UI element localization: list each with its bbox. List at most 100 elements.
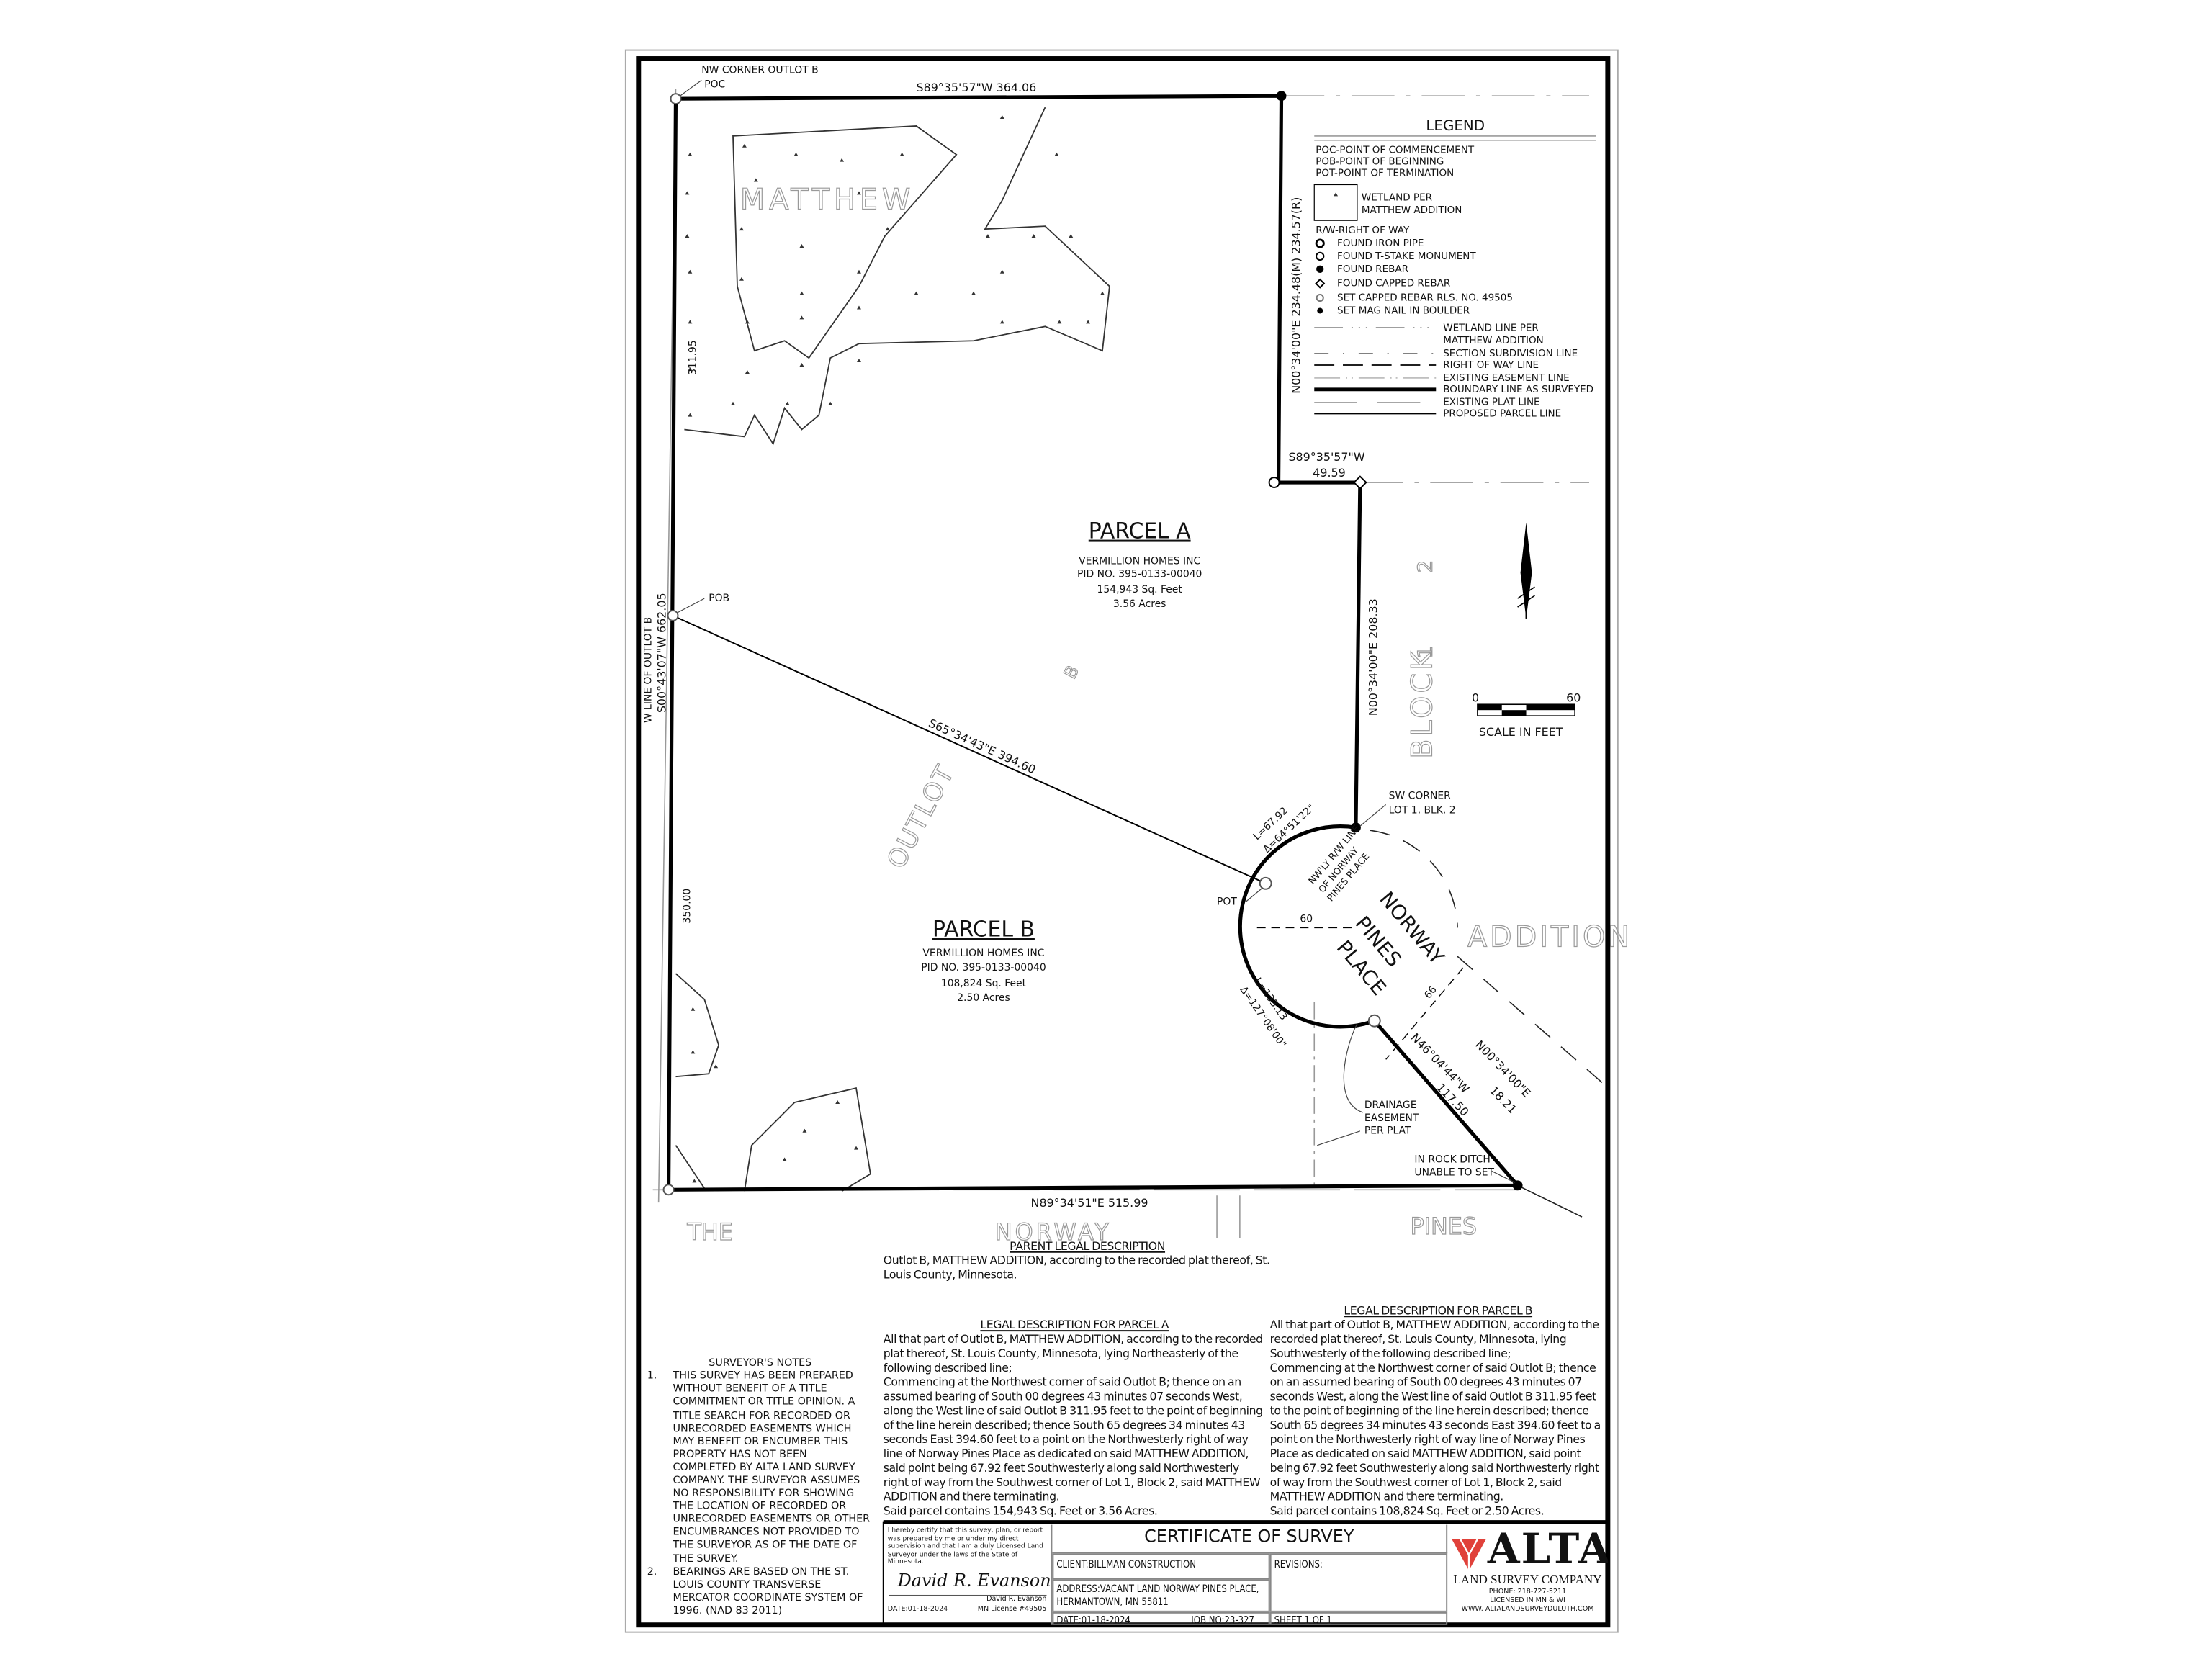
legend-pob: POB-POINT OF BEGINNING: [1316, 156, 1444, 168]
wetland-tick-icon: [835, 1100, 840, 1104]
poc-label: POC: [704, 78, 725, 90]
scale-zero: 0: [1472, 691, 1479, 704]
surveyor-signature: David R. Evanson: [897, 1570, 1051, 1591]
address-text: ADDRESS:VACANT LAND NORWAY PINES PLACE, …: [1056, 1582, 1259, 1608]
capped-rebar-icon: [1315, 278, 1326, 289]
capped-rebar-icon: [1353, 475, 1367, 490]
found-rebar-icon: [1276, 91, 1287, 102]
legend-symbol: FOUND T-STAKE MONUMENT: [1337, 251, 1476, 262]
wetland-tick-icon: [985, 234, 990, 238]
date-job-field: DATE:01-18-2024 JOB NO:23-327: [1052, 1611, 1270, 1625]
legend-line: SECTION SUBDIVISION LINE: [1443, 348, 1578, 359]
client-text: CLIENT:BILLMAN CONSTRUCTION: [1056, 1557, 1196, 1571]
parcel-a-title: PARCEL A: [1089, 519, 1191, 544]
set-rebar-icon: [1367, 1014, 1381, 1028]
wetland-tick-icon: [714, 1064, 719, 1069]
radius-label: 60: [1300, 913, 1313, 925]
monuments: [662, 91, 1523, 1196]
the-label: THE: [686, 1218, 732, 1246]
west-line-bearing: S00°43'07"W 662.05: [655, 593, 669, 713]
east-lower-line-label: N00°34'00"E 208.33: [1367, 598, 1380, 716]
company-logo-text: ALTA: [1487, 1524, 1608, 1574]
matthew-label: MATTHEW: [740, 183, 914, 216]
parcel-a-pid: PID NO. 395-0133-00040: [1077, 568, 1202, 580]
parcel-b-area-sf: 108,824 Sq. Feet: [941, 978, 1027, 989]
legal-a-area: Said parcel contains 154,943 Sq. Feet or…: [883, 1504, 1158, 1518]
wetland-tick-icon: [793, 152, 799, 156]
parcel-b-pid: PID NO. 395-0133-00040: [921, 962, 1046, 974]
wetland-tick-icon: [856, 359, 861, 363]
legend: LEGEND POC-POINT OF COMMENCEMENT POB-POI…: [1313, 117, 1596, 420]
legend-line: RIGHT OF WAY LINE: [1443, 359, 1539, 371]
note-item: 2. BEARINGS ARE BASED ON THE ST. LOUIS C…: [647, 1564, 873, 1616]
proposed-parcel-line: [673, 615, 1267, 884]
wetland-tick-icon: [691, 1007, 696, 1011]
wetland-tick-icon: [971, 291, 976, 295]
wetland-tick-icon: [1086, 320, 1091, 324]
block-label: BLOCK: [1406, 649, 1439, 759]
norway-label: NORWAY: [995, 1218, 1112, 1246]
legal-b-text2: Commencing at the Northwest corner of sa…: [1269, 1361, 1601, 1503]
legend-title: LEGEND: [1426, 117, 1485, 134]
legal-description-parcel-b: LEGAL DESCRIPTION FOR PARCEL B All that …: [1270, 1304, 1606, 1519]
wetland-tick-icon: [739, 227, 744, 231]
wetland-tick-icon: [999, 115, 1004, 120]
pines-label: PINES: [1410, 1213, 1477, 1240]
wetland-tick-icon: [828, 401, 833, 405]
drainage-label3: PER PLAT: [1364, 1125, 1411, 1137]
wetland-tick-icon: [688, 413, 693, 417]
note-item: 1. THIS SURVEY HAS BEEN PREPARED WITHOUT…: [647, 1369, 873, 1564]
scale-label: SCALE IN FEET: [1479, 725, 1563, 739]
surveyor-license: MN License #49505: [977, 1606, 1047, 1614]
wetland-tick-icon: [854, 1146, 858, 1150]
wetland-tick-icon: [802, 1128, 807, 1133]
legal-b-text: All that part of Outlot B, MATTHEW ADDIT…: [1269, 1318, 1599, 1360]
north-arrow-icon: [1517, 522, 1535, 619]
parent-legal-description: PARENT LEGAL DESCRIPTION Outlot B, MATTH…: [884, 1240, 1292, 1283]
legal-b-title: LEGAL DESCRIPTION FOR PARCEL B: [1344, 1304, 1533, 1318]
mag-nail-icon: [1317, 307, 1323, 314]
note-text: BEARINGS ARE BASED ON THE ST. LOUIS COUN…: [673, 1564, 863, 1617]
legend-line: EXISTING EASEMENT LINE: [1443, 372, 1569, 384]
wetland-tick-icon: [1100, 291, 1105, 295]
drainage-label: DRAINAGE: [1364, 1100, 1417, 1111]
legend-rw: R/W-RIGHT OF WAY: [1316, 225, 1410, 236]
legend-line: MATTHEW ADDITION: [1443, 335, 1544, 346]
surveyors-notes: SURVEYOR'S NOTES 1. THIS SURVEY HAS BEEN…: [647, 1356, 873, 1617]
wetland-tick-icon: [753, 178, 758, 182]
nw-corner-label: NW CORNER OUTLOT B: [701, 64, 818, 76]
surveyor-name: David R. Evanson: [889, 1594, 1047, 1604]
wetland-tick-icon: [999, 320, 1004, 324]
legend-symbol: FOUND IRON PIPE: [1337, 238, 1424, 249]
legend-line: PROPOSED PARCEL LINE: [1443, 408, 1561, 420]
wetland-tick-icon: [799, 315, 804, 320]
legend-line-samples: [1314, 327, 1437, 415]
block-one-label: 1: [1413, 646, 1437, 659]
scale-sixty: 60: [1566, 691, 1581, 704]
certification-panel: I hereby certify that this survey, plan,…: [884, 1524, 1053, 1625]
legal-description-parcel-a: LEGAL DESCRIPTION FOR PARCEL A All that …: [884, 1318, 1266, 1519]
parcel-a-owner: VERMILLION HOMES INC: [1079, 555, 1200, 567]
west-line-label: W LINE OF OUTLOT B: [643, 617, 655, 723]
wetland-tick-icon: [856, 269, 861, 274]
legend-line: EXISTING PLAT LINE: [1443, 397, 1539, 408]
pot-monument: [1259, 876, 1272, 890]
parcel-b-owner: VERMILLION HOMES INC: [922, 948, 1044, 959]
address-field: ADDRESS:VACANT LAND NORWAY PINES PLACE, …: [1052, 1579, 1270, 1612]
company-website[interactable]: WWW. ALTALANDSURVEYDULUTH.COM: [1461, 1606, 1594, 1614]
sheet-border: [636, 56, 1611, 1628]
jog-bearing-label: S89°35'57"W: [1288, 450, 1364, 464]
sheet-number-field: SHEET 1 OF 1: [1269, 1611, 1448, 1625]
wetland-tick-icon: [799, 363, 804, 367]
parcel-b-title: PARCEL B: [932, 917, 1035, 942]
company-logo-panel: ALTA LAND SURVEY COMPANY PHONE: 218-727-…: [1447, 1525, 1608, 1625]
wetland-tick-icon: [731, 401, 735, 405]
job-number: JOB NO:23-327: [1191, 1613, 1254, 1625]
date-text: DATE:01-18-2024: [1056, 1613, 1130, 1625]
wetland-tick-icon: [688, 152, 693, 156]
row-width-label: 66: [1422, 984, 1439, 1002]
sw-corner-label: SW CORNER: [1389, 790, 1452, 801]
legal-a-title: LEGAL DESCRIPTION FOR PARCEL A: [980, 1318, 1169, 1332]
